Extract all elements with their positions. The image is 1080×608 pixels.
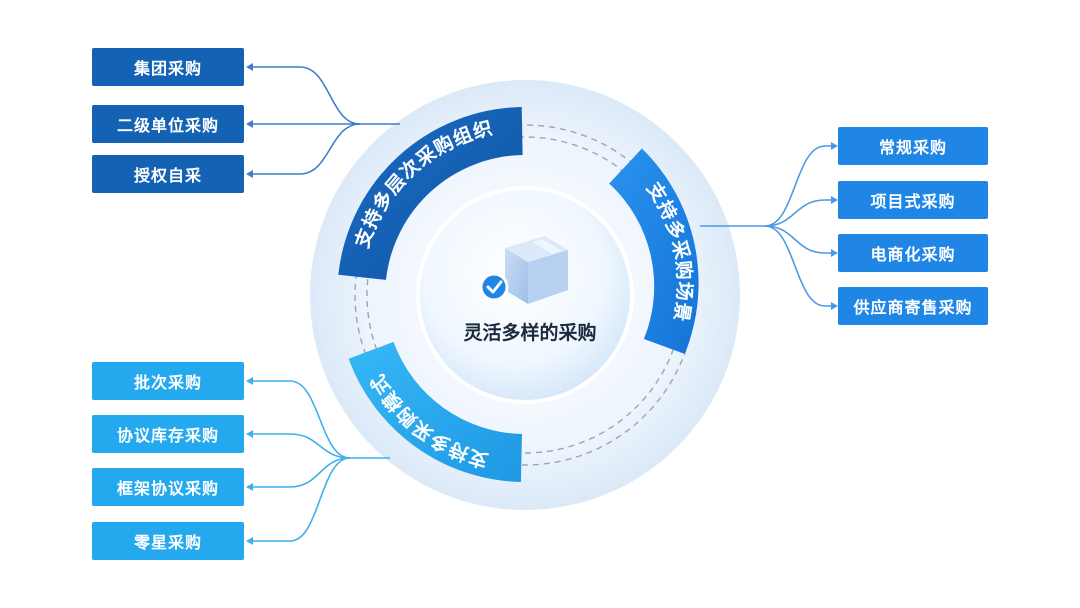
arrows-right <box>831 142 838 310</box>
connectors-left-bottom <box>252 380 390 542</box>
connectors-right <box>700 145 832 307</box>
label-secondary-unit-procurement: 二级单位采购 <box>92 105 244 143</box>
segment-right-ribbon <box>609 148 699 354</box>
label-batch-procurement: 批次采购 <box>92 362 244 400</box>
center-title: 灵活多样的采购 <box>463 322 597 344</box>
label-authorized-self-procurement: 授权自采 <box>92 155 244 193</box>
label-group-procurement: 集团采购 <box>92 48 244 86</box>
label-consignment-procurement: 供应商寄售采购 <box>838 287 988 325</box>
segment-top-left-ribbon <box>338 107 523 280</box>
label-sporadic-procurement: 零星采购 <box>92 522 244 560</box>
arrows-left-top <box>246 63 253 178</box>
label-project-procurement: 项目式采购 <box>838 181 988 219</box>
box-check-icon <box>479 236 568 304</box>
label-ecommerce-procurement: 电商化采购 <box>838 234 988 272</box>
label-regular-procurement: 常规采购 <box>838 127 988 165</box>
arrows-left-bottom <box>246 377 253 545</box>
label-framework-agreement-procurement: 框架协议采购 <box>92 468 244 506</box>
connectors-left-top <box>252 66 400 175</box>
segment-bottom-left-ribbon <box>348 341 522 482</box>
label-agreement-inventory-procurement: 协议库存采购 <box>92 415 244 453</box>
